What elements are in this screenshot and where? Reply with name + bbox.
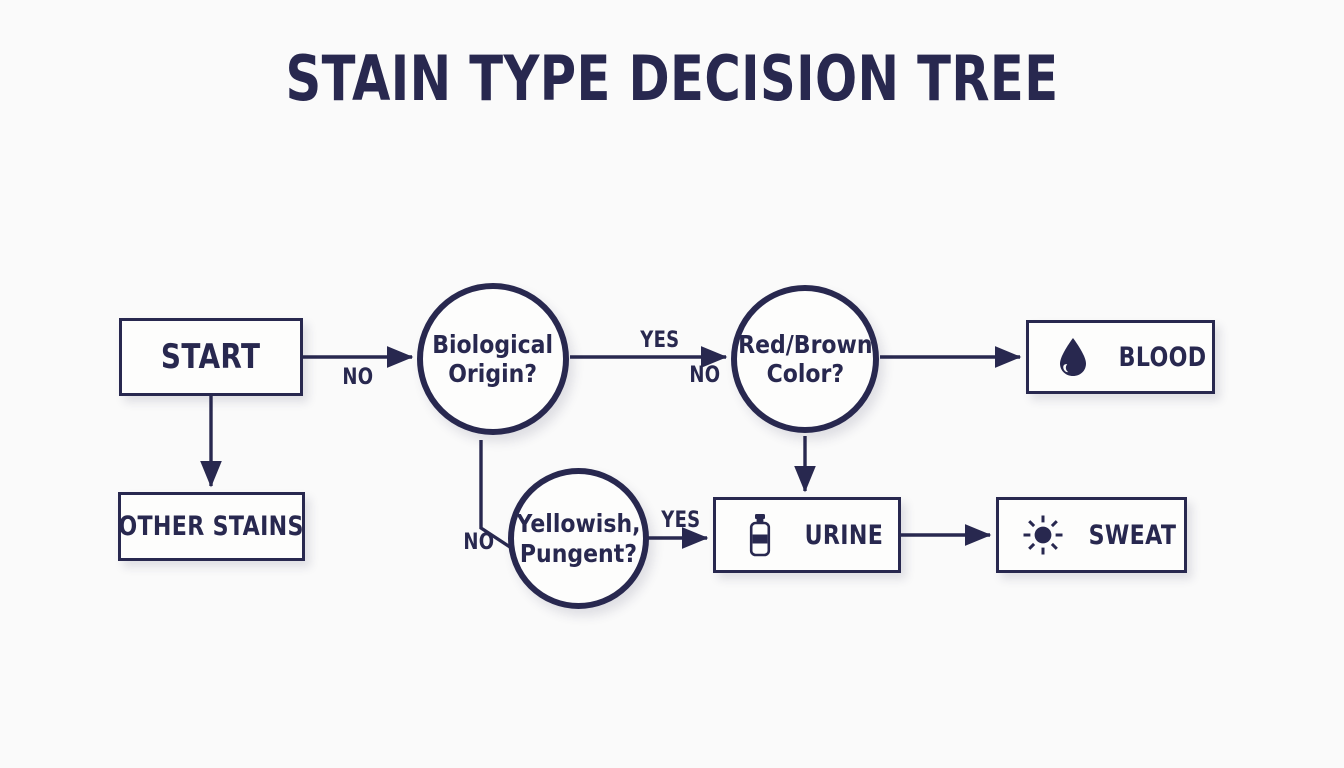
edge-label-biological-no-down: NO	[463, 530, 495, 555]
node-other-stains[interactable]: OTHER STAINS	[118, 492, 305, 561]
node-biological-origin[interactable]: Biological Origin?	[417, 283, 569, 435]
node-yellowish-pungent-label: Yellowish, Pungent?	[517, 509, 641, 568]
node-red-brown-color-line2: Color?	[766, 359, 844, 388]
node-red-brown-color[interactable]: Red/Brown Color?	[731, 285, 879, 433]
node-biological-origin-label: Biological Origin?	[433, 330, 554, 389]
edge-label-yellowish-yes: YES	[661, 508, 701, 533]
page-title: STAIN TYPE DECISION TREE	[285, 42, 1059, 115]
node-biological-origin-line2: Origin?	[448, 359, 538, 388]
node-sweat-label: SWEAT	[1088, 519, 1177, 551]
edge-label-start-to-biological: NO	[342, 365, 374, 390]
node-sweat[interactable]: SWEAT	[996, 497, 1187, 573]
edge-label-biological-no: NO	[689, 363, 721, 388]
sun-icon	[1021, 512, 1065, 558]
node-urine[interactable]: URINE	[713, 497, 901, 573]
node-urine-label: URINE	[804, 519, 884, 551]
node-blood-label: BLOOD	[1118, 341, 1207, 373]
node-yellowish-pungent-line1: Yellowish,	[516, 509, 641, 538]
node-biological-origin-line1: Biological	[432, 329, 554, 359]
edge-label-biological-yes: YES	[640, 328, 680, 353]
node-blood[interactable]: BLOOD	[1026, 320, 1215, 394]
node-start[interactable]: START	[119, 318, 303, 396]
node-red-brown-color-label: Red/Brown Color?	[738, 330, 872, 389]
node-yellowish-pungent[interactable]: Yellowish, Pungent?	[508, 468, 649, 609]
blood-drop-icon	[1051, 334, 1095, 380]
vial-bottle-icon	[738, 512, 782, 558]
node-start-label: START	[161, 337, 261, 377]
node-red-brown-color-line1: Red/Brown	[737, 329, 873, 359]
node-other-stains-label: OTHER STAINS	[118, 511, 305, 542]
node-yellowish-pungent-line2: Pungent?	[519, 538, 638, 568]
